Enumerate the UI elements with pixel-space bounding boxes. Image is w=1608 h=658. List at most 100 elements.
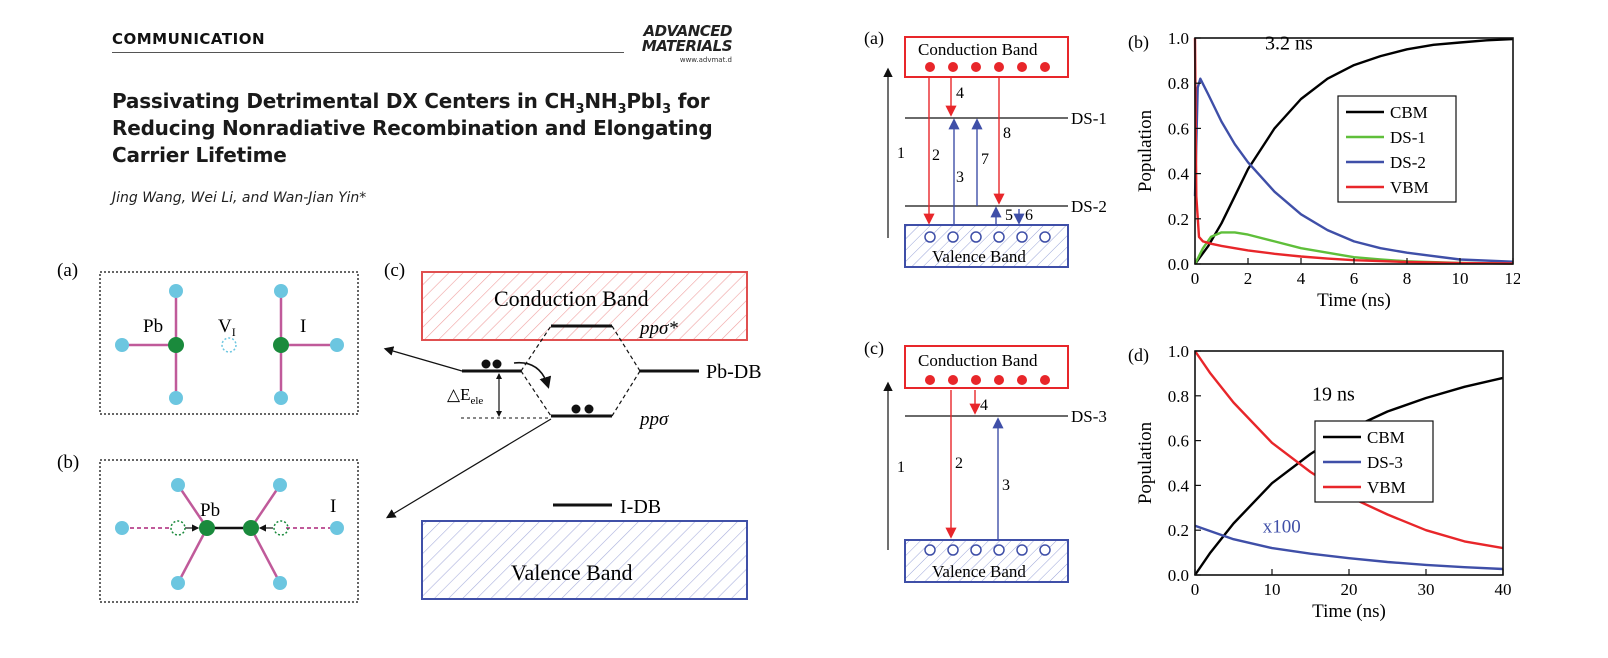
transition-number: 5 [1005, 207, 1013, 224]
hole-row-c [924, 544, 1051, 556]
panel-b-frame [99, 459, 359, 603]
transition-number: 2 [932, 147, 940, 164]
transition-number: 2 [955, 455, 963, 472]
chart-panel-label: (d) [1128, 345, 1149, 366]
transition-number: 8 [1003, 125, 1011, 142]
iodine-atom [171, 576, 185, 590]
transition-number: 4 [980, 397, 988, 414]
header-rule [112, 52, 624, 53]
x-tick-label: 2 [1244, 269, 1253, 288]
ds1-label: DS-1 [1071, 109, 1107, 128]
i-label-b: I [330, 496, 336, 517]
journal-logo: ADVANCED MATERIALS www.advmat.d [632, 22, 733, 70]
ds2-label: DS-2 [1071, 197, 1107, 216]
original-site [170, 520, 186, 536]
legend-box [1337, 95, 1457, 203]
article-title: Passivating Detrimental DX Centers in CH… [112, 88, 732, 169]
scale-annotation: x100 [1263, 516, 1301, 537]
legend-label: DS-3 [1367, 453, 1403, 472]
conduction-band-label-c: Conduction Band [918, 351, 1038, 370]
transition-number: 7 [981, 151, 989, 168]
lattice-a [115, 284, 344, 405]
logo-line-2: MATERIALS [641, 37, 733, 55]
x-tick-label: 30 [1418, 580, 1435, 599]
chart-panel-label: (b) [1128, 32, 1149, 53]
panel-label-2c: (c) [864, 338, 884, 359]
author-list: Jing Wang, Wei Li, and Wan-Jian Yin* [112, 190, 367, 206]
ds3-label: DS-3 [1071, 407, 1107, 426]
electron [481, 359, 491, 369]
x-tick-label: 6 [1350, 269, 1359, 288]
vacancy-site [221, 337, 237, 353]
iodine-atom [274, 391, 288, 405]
iodine-atom [273, 576, 287, 590]
legend-label: DS-2 [1390, 153, 1426, 172]
logo-line-1: ADVANCED [643, 22, 732, 40]
y-tick-label: 0.6 [1168, 432, 1189, 451]
y-tick-label: 0.4 [1168, 476, 1190, 495]
y-tick-label: 0.2 [1168, 521, 1189, 540]
lead-atom [243, 520, 259, 536]
x-tick-label: 4 [1297, 269, 1306, 288]
figure-1: (a) Pb VI I (b) [57, 260, 762, 603]
lead-atom [168, 337, 184, 353]
electron [492, 359, 502, 369]
title-subscript: 3 [617, 102, 627, 117]
conduction-band-label-a: Conduction Band [918, 40, 1038, 59]
hole-row-a [924, 231, 1051, 243]
y-tick-label: 0.0 [1168, 566, 1189, 585]
iodine-atom [330, 521, 344, 535]
logo-url: www.advmat.d [679, 56, 732, 64]
series-line-cbm [1194, 37, 1514, 265]
valence-band-label: Valence Band [511, 560, 633, 585]
section-label: COMMUNICATION [112, 30, 265, 48]
x-tick-label: 10 [1264, 580, 1281, 599]
iodine-atom [115, 521, 129, 535]
pb-db-label: Pb-DB [706, 361, 762, 383]
x-tick-label: 8 [1403, 269, 1412, 288]
legend-label: VBM [1367, 478, 1406, 497]
transition-number: 1 [897, 145, 905, 162]
conduction-band-box-a [904, 36, 1069, 78]
orbital-diagram [383, 324, 699, 519]
valence-band-label-a: Valence Band [932, 247, 1026, 266]
conduction-band-box [421, 271, 748, 341]
y-tick-label: 0.8 [1168, 74, 1189, 93]
lead-atom [199, 520, 215, 536]
delta-e-label: △Eele [447, 385, 483, 407]
y-axis-label: Population [1135, 421, 1156, 504]
figure-2-schematics: (a) Conduction Band Valence Band DS-1 DS… [864, 28, 1107, 583]
series-line-ds-3 [1194, 524, 1504, 571]
title-text: NH [584, 89, 618, 113]
electron [571, 404, 581, 414]
y-axis-label: Population [1135, 109, 1156, 192]
i-db-label: I-DB [620, 496, 661, 518]
iodine-atom [169, 391, 183, 405]
electron [584, 404, 594, 414]
iodine-atom [274, 284, 288, 298]
series-line-vbm [1193, 37, 1514, 265]
antibonding-label: ppσ* [638, 318, 678, 339]
transition-number: 3 [956, 169, 964, 186]
transition-number: 6 [1025, 207, 1033, 224]
valence-band-label-c: Valence Band [932, 562, 1026, 581]
y-tick-label: 0.8 [1168, 387, 1189, 406]
panel-label-2a: (a) [864, 28, 884, 49]
panel-a-frame [99, 271, 359, 415]
transition-number: 1 [897, 459, 905, 476]
title-text: for [671, 89, 710, 113]
electron-row-a [925, 62, 1050, 72]
panel-label-a: (a) [57, 260, 78, 281]
legend-label: CBM [1390, 103, 1428, 122]
title-subscript: 3 [662, 102, 671, 117]
valence-band-box [421, 520, 748, 600]
x-tick-label: 0 [1191, 269, 1200, 288]
x-tick-label: 10 [1452, 269, 1469, 288]
panel-label-c: (c) [384, 260, 405, 281]
vi-label: VI [218, 316, 236, 339]
iodine-atom [330, 338, 344, 352]
series-line-ds-2 [1193, 77, 1514, 263]
iodine-atom [169, 284, 183, 298]
